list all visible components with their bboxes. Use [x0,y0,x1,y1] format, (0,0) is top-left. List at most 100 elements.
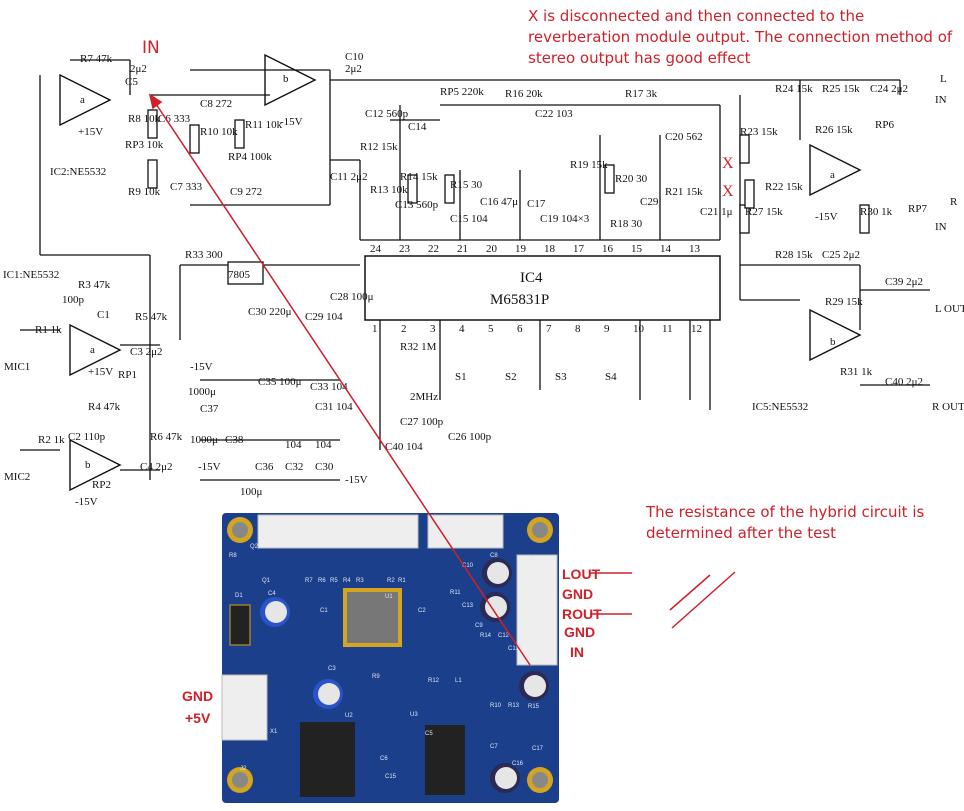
resistor-symbol [189,124,200,154]
component-label: RP1 [118,369,137,381]
ic4-pin-top: 18 [544,243,556,255]
component-label: MIC2 [4,471,30,483]
component-label: R21 15k [665,186,703,198]
silkscreen-label: R5 [330,578,338,584]
silkscreen-label: C10 [462,563,474,569]
op-amp-symbol [809,143,862,197]
component-label: C40 104 [385,441,423,453]
chip-u3 [425,725,465,795]
component-label: C39 2μ2 [885,276,923,288]
component-label: C13 560p [395,199,439,211]
component-label: -15V [815,211,838,223]
ic4-pin-bottom: 7 [546,323,552,335]
component-label: 104 [285,439,302,451]
resistance-annotation: The resistance of the hybrid circuit is … [646,503,925,542]
component-label: R14 15k [400,171,438,183]
component-label: C9 272 [230,186,262,198]
component-label: R12 15k [360,141,398,153]
silkscreen-label: U2 [345,713,353,719]
silkscreen-label: R2 [387,578,395,584]
component-label: R [950,196,958,208]
component-label: C26 100p [448,431,492,443]
silkscreen-label: C16 [512,761,524,767]
ic4-pin-top: 23 [399,243,411,255]
silkscreen-label: C11 [508,646,519,652]
ic4-pin-top: 24 [370,243,382,255]
ic4-name: IC4 [520,270,543,286]
ic4-pin-top: 15 [631,243,643,255]
ic4-pin-top: 14 [660,243,672,255]
diode-d1 [229,604,251,646]
component-label: R17 3k [625,88,658,100]
component-label: C40 2μ2 [885,376,923,388]
component-label: IN [935,221,947,233]
component-label: RP7 [908,203,927,215]
chip-u1 [343,588,402,647]
ic4-pin-bottom: 2 [401,323,407,335]
component-label: C24 2μ2 [870,83,908,95]
component-label: RP6 [875,119,894,131]
component-label: 100p [62,294,85,306]
component-label: MIC1 [4,361,30,373]
component-label: IC5:NE5532 [752,401,808,413]
component-label: C20 562 [665,131,703,143]
silkscreen-label: R12 [428,678,440,684]
component-label: C29 104 [305,311,343,323]
ic4-pin-bottom: 11 [662,323,673,335]
component-label: -15V [280,116,303,128]
silkscreen-label: R14 [480,633,492,639]
component-label: IN [935,94,947,106]
silkscreen-label: R1 [398,578,406,584]
resistor-symbol [407,174,418,204]
silkscreen-label: L1 [455,678,462,684]
component-label: C16 47μ [480,196,518,208]
component-label: R9 10k [128,186,161,198]
silkscreen-label: C15 [385,774,397,780]
component-label: C35 100μ [258,376,302,388]
component-label: R5 47k [135,311,168,323]
component-label: R2 1k [38,434,65,446]
component-label: R27 15k [745,206,783,218]
component-label: 2μ2 [130,63,147,75]
component-label: C6 333 [158,113,191,125]
component-label: 2MHz [410,391,438,403]
silkscreen-label: X1 [270,729,278,735]
silkscreen-label: U1 [385,594,393,600]
resistor-symbol [744,179,755,209]
power-connector [221,674,268,741]
component-label: 1000μ [188,386,216,398]
silkscreen-label: C2 [418,608,426,614]
component-label: C31 104 [315,401,353,413]
component-label: R OUT [932,401,964,413]
in-connection-arrow [149,94,531,666]
silkscreen-label: U3 [410,712,418,718]
silkscreen-label: C1 [320,608,328,614]
component-label: R15 30 [450,179,483,191]
component-label: L [940,73,947,85]
component-label: C29 [640,196,659,208]
red-annotation-line [671,571,736,629]
component-label: C32 [285,461,303,473]
component-label: R3 47k [78,279,111,291]
silkscreen-label: R10 [490,703,502,709]
component-label: C21 1μ [700,206,733,218]
component-label: C1 [97,309,110,321]
component-label: C7 333 [170,181,203,193]
component-label: +15V [78,126,103,138]
silkscreen-label: C17 [532,746,544,752]
component-label: R6 47k [150,431,183,443]
ic4-pin-bottom: 5 [488,323,494,335]
component-label: a [80,94,85,106]
ic4-pin-bottom: 1 [372,323,378,335]
component-label: -15V [190,361,213,373]
x-mark: X [722,183,734,200]
component-label: S4 [605,371,617,383]
silkscreen-label: R13 [508,703,520,709]
component-label: R19 15k [570,159,608,171]
component-label: C3 2μ2 [130,346,162,358]
connector-label: GND [562,586,594,602]
component-label: C30 220μ [248,306,292,318]
component-label: RP2 [92,479,111,491]
component-label: R26 15k [815,124,853,136]
